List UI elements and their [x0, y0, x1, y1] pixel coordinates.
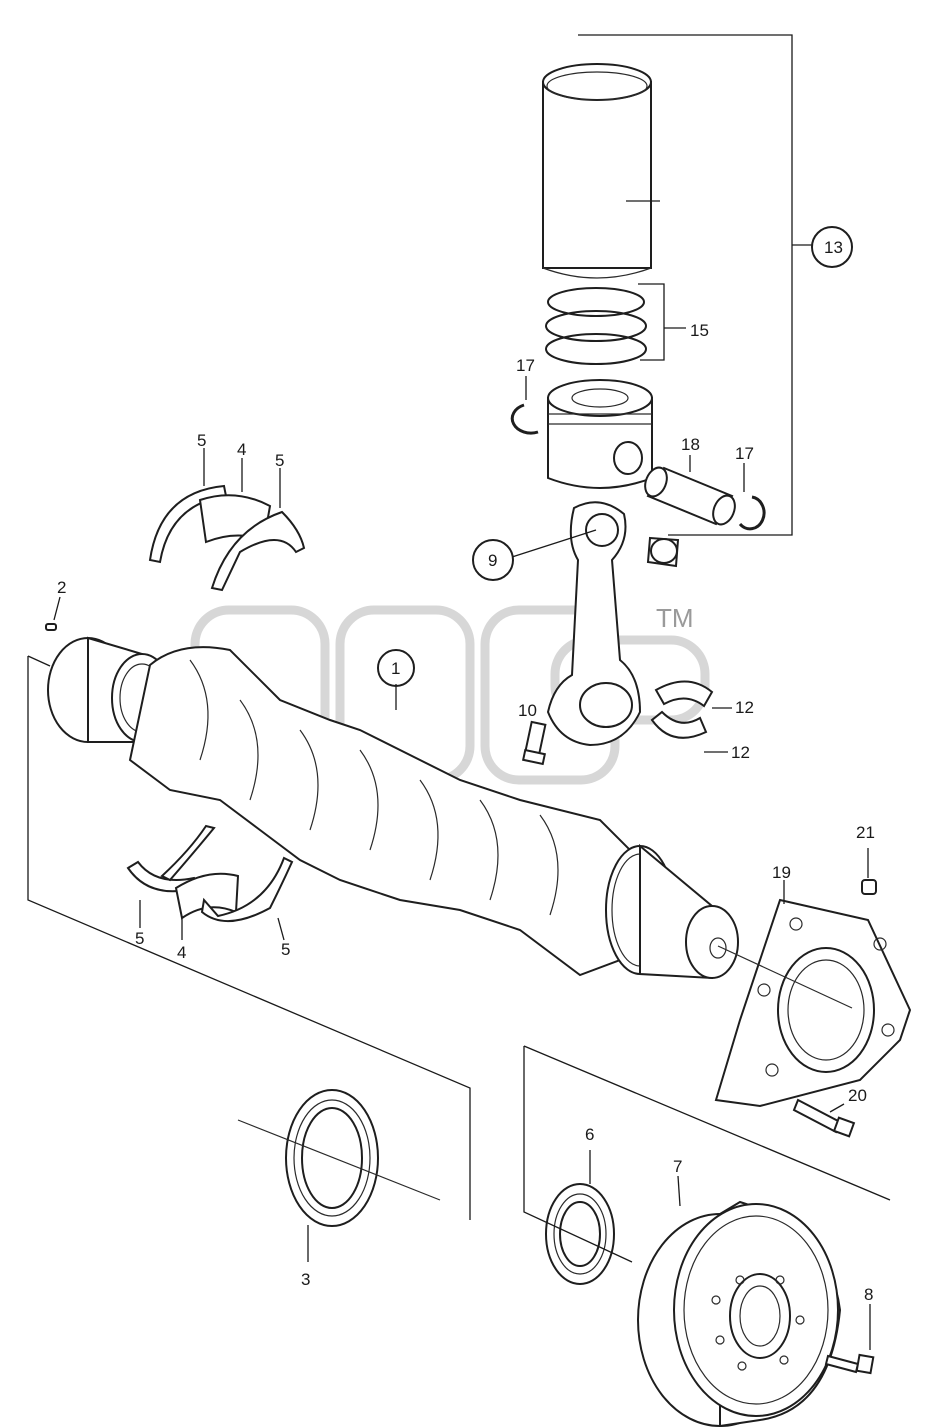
- callout-15: 15: [690, 321, 709, 340]
- callout-12-upper: 12: [735, 698, 754, 717]
- callout-8: 8: [864, 1285, 873, 1304]
- rear-oil-seal: [545, 1150, 615, 1285]
- watermark-trademark: TM: [656, 603, 694, 633]
- callout-20: 20: [848, 1086, 867, 1105]
- connecting-rod: [511, 501, 642, 747]
- rear-bracket-line: [523, 1046, 633, 1263]
- callout-7: 7: [673, 1157, 682, 1176]
- callout-3: 3: [301, 1270, 310, 1289]
- callout-4-upper: 4: [237, 440, 246, 459]
- callout-6: 6: [585, 1125, 594, 1144]
- callout-circle-9: [472, 539, 514, 581]
- vibration-damper: [637, 1175, 842, 1427]
- callout-2: 2: [57, 578, 66, 597]
- callout-4-lower: 4: [177, 943, 186, 962]
- callout-17-right: 17: [735, 444, 754, 463]
- piston: [547, 379, 653, 489]
- front-oil-seal: [237, 1089, 441, 1262]
- callout-1: 1: [391, 659, 400, 678]
- upper-main-bearing-set: [148, 448, 306, 592]
- callout-19: 19: [772, 863, 791, 882]
- damper-bolt: [824, 1304, 875, 1375]
- cylinder-liner: [542, 63, 660, 279]
- lower-main-bearing-set: [126, 824, 294, 941]
- callout-circle-13: [811, 226, 853, 268]
- callout-5-lower-left: 5: [135, 929, 144, 948]
- callout-18: 18: [681, 435, 700, 454]
- group-13-bracket: [578, 34, 812, 536]
- callout-9: 9: [488, 551, 497, 570]
- callout-12-lower: 12: [731, 743, 750, 762]
- conrod-bolt: [521, 720, 547, 766]
- callout-5-upper-left: 5: [197, 431, 206, 450]
- crankshaft: [47, 636, 739, 980]
- small-end-bush: [646, 536, 680, 568]
- bigend-bearing-shells: [650, 680, 732, 753]
- callout-13: 13: [824, 238, 843, 257]
- callout-5-lower-right: 5: [281, 940, 290, 959]
- piston-pin: [644, 455, 736, 526]
- callout-21: 21: [856, 823, 875, 842]
- front-bracket-line: [27, 656, 471, 1220]
- callout-circle-1: [377, 649, 415, 687]
- plug: [861, 848, 877, 895]
- rear-seal-housing: [714, 880, 912, 1108]
- dowel-pin: [45, 623, 57, 631]
- callout-10: 10: [518, 701, 537, 720]
- circlip-right: [738, 495, 766, 531]
- housing-bolt: [792, 1098, 856, 1138]
- circlip-left: [510, 403, 539, 435]
- callout-5-upper-right: 5: [275, 451, 284, 470]
- callout-17-left: 17: [516, 356, 535, 375]
- piston-rings: [545, 283, 686, 365]
